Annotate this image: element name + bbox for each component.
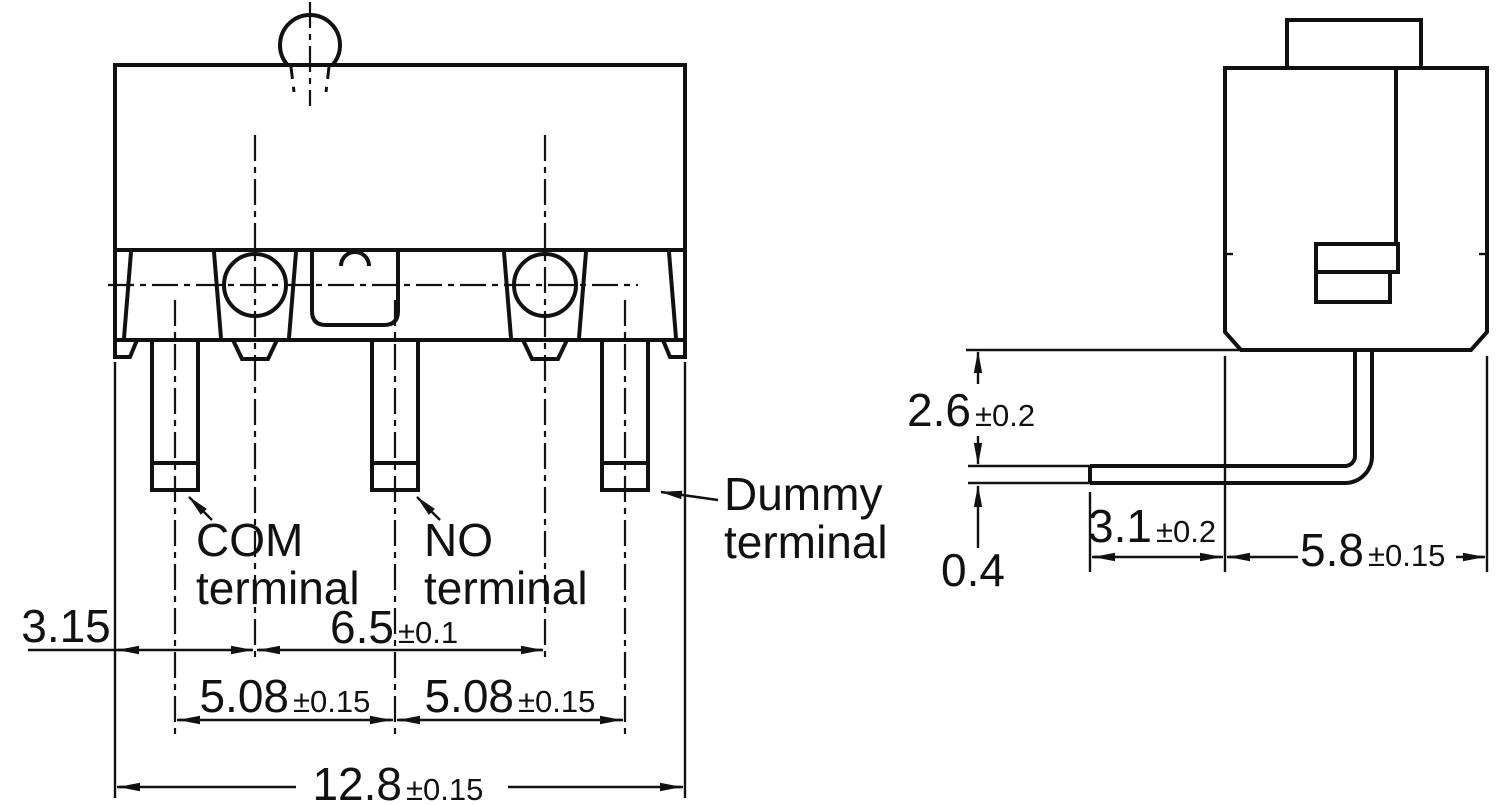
dim-terminal-setback-value: 3.1: [1088, 500, 1152, 552]
front-dimensions: 3.15 6.5 ±0.1 5.08 ±0.15 5.08: [21, 362, 687, 805]
right-tab: [519, 338, 571, 361]
dim-pitch-no-dummy-value: 5.08: [424, 670, 514, 722]
terminals: [150, 338, 650, 492]
label-no-line1: NO: [424, 514, 493, 566]
center-cutout: [310, 252, 400, 327]
dim-edge-to-com-value: 3.15: [21, 600, 111, 652]
right-wall-inner-line: [667, 251, 678, 339]
leader-no: [416, 496, 441, 521]
side-view: 2.6 ±0.2 0.4 3.1 ±0.2 5.8: [906, 18, 1489, 596]
leader-com: [188, 496, 213, 521]
side-terminal: [1088, 350, 1374, 485]
terminal-inner-edge: [1090, 350, 1357, 468]
front-centerlines: [108, 2, 638, 738]
dim-overall-width-value: 12.8: [312, 758, 402, 805]
leader-dummy: [660, 490, 719, 502]
right-column-line-b: [577, 251, 588, 339]
left-foot: [113, 338, 140, 359]
dim-pitch-com-no: 5.08 ±0.15: [177, 670, 393, 725]
dim-body-to-terminal: 2.6 ±0.2: [906, 351, 1048, 465]
dim-body-depth-tol: ±0.15: [1368, 538, 1445, 573]
dim-text-backdrop: [906, 386, 1048, 432]
latch-upper-box: [1314, 242, 1400, 274]
dim-hole-pitch: 6.5 ±0.1: [257, 601, 543, 655]
dim-body-to-terminal-value: 2.6: [907, 384, 971, 436]
left-column-line-a: [212, 251, 223, 339]
dim-pitch-no-dummy: 5.08 ±0.15: [397, 670, 623, 725]
dim-pitch-no-dummy-tol: ±0.15: [518, 684, 595, 719]
right-foot: [660, 338, 687, 359]
front-body: [113, 63, 687, 361]
dim-overall-width-tol: ±0.15: [406, 772, 483, 805]
latch-lower-box: [1314, 270, 1392, 304]
dim-hole-pitch-tol: ±0.1: [398, 615, 458, 650]
label-com-line2: terminal: [196, 562, 360, 614]
dim-body-to-terminal-tol: ±0.2: [975, 398, 1035, 433]
dim-pitch-com-no-tol: ±0.15: [293, 684, 370, 719]
front-view: 3.15 6.5 ±0.1 5.08 ±0.15 5.08: [21, 2, 888, 805]
dim-terminal-setback-tol: ±0.2: [1156, 514, 1216, 549]
left-tab: [229, 338, 281, 361]
terminal-outer-edge: [1090, 350, 1374, 485]
label-com-terminal: COM terminal: [188, 496, 360, 614]
latch-detail: [1314, 68, 1400, 304]
side-dimensions: 2.6 ±0.2 0.4 3.1 ±0.2 5.8: [906, 348, 1489, 596]
left-wall-inner-line: [122, 251, 133, 339]
pushbutton: [1285, 18, 1423, 70]
label-no-line2: terminal: [424, 562, 588, 614]
dim-terminal-setback: 3.1 ±0.2: [1088, 500, 1223, 562]
center-bump: [339, 250, 371, 267]
dim-edge-to-com: 3.15: [21, 600, 253, 655]
label-com-line1: COM: [196, 514, 303, 566]
plunger-hidden-left: [289, 66, 296, 93]
dim-overall-width: 12.8 ±0.15: [117, 758, 683, 805]
dim-body-depth: 5.8 ±0.15: [1227, 524, 1485, 576]
label-dummy-line1: Dummy: [724, 468, 882, 520]
dim-pitch-com-no-value: 5.08: [199, 670, 289, 722]
left-column-line-b: [287, 251, 298, 339]
plunger-hidden-right: [324, 66, 331, 93]
label-dummy-terminal: Dummy terminal: [660, 468, 888, 568]
dim-hole-pitch-value: 6.5: [330, 601, 394, 653]
dim-terminal-thickness: 0.4: [941, 485, 1005, 596]
right-column-line-a: [502, 251, 513, 339]
dim-body-depth-value: 5.8: [1300, 524, 1364, 576]
side-body: [1223, 18, 1489, 352]
dim-text-backdrop: [296, 760, 508, 804]
label-no-terminal: NO terminal: [416, 496, 588, 614]
terminal-labels: COM terminal NO terminal Dummy terminal: [188, 468, 888, 614]
side-body-outline: [1223, 66, 1489, 352]
dim-terminal-thickness-value: 0.4: [941, 544, 1005, 596]
dim-text-backdrop: [1300, 528, 1454, 574]
label-dummy-line2: terminal: [724, 516, 888, 568]
